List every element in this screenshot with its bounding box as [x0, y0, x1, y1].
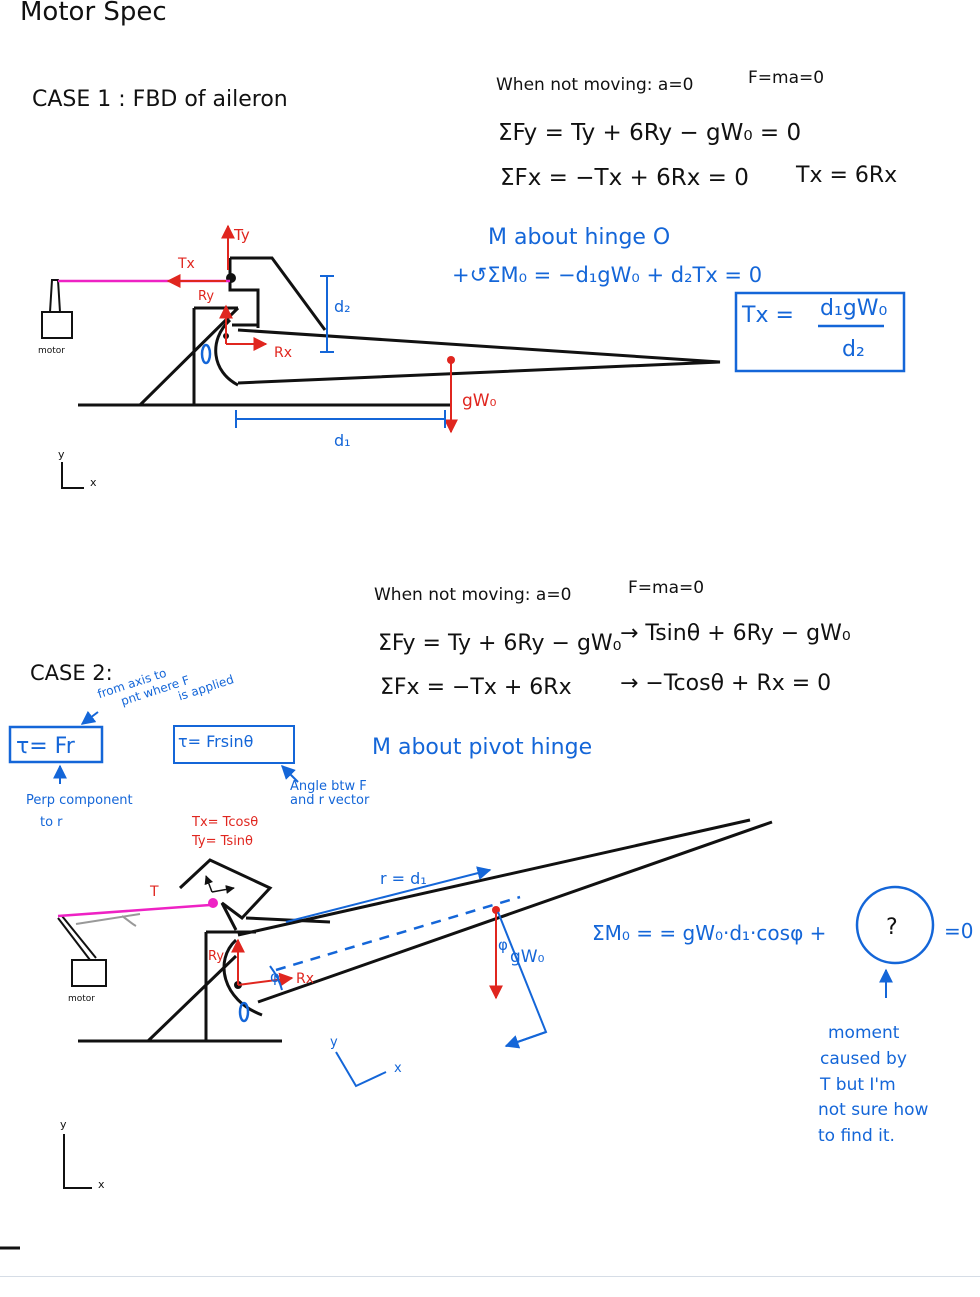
case2-torque2: τ= Frsinθ — [178, 732, 253, 751]
case1-moment-heading: M about hinge O — [488, 225, 670, 250]
case1-motor-label: motor — [38, 346, 65, 356]
case2-eq-fy-sub: → Tsinθ + 6Ry − gW₀ — [620, 621, 851, 646]
case2-note-line-3: T but I'm — [819, 1075, 896, 1095]
case2-hinge-curve — [222, 938, 263, 1017]
case2-centerline — [275, 895, 521, 972]
case1-d2-dimension — [320, 275, 334, 353]
case1-weight-label: gW₀ — [462, 391, 497, 411]
case2-axis-y: y — [60, 1118, 67, 1131]
case1-condition: When not moving: a=0 — [496, 75, 693, 95]
case1-d1-dimension — [235, 410, 446, 428]
case1-ry-label: Ry — [198, 289, 214, 304]
case1-axes — [61, 462, 84, 489]
case2-attach-point — [208, 898, 218, 908]
page-title: Motor Spec — [20, 0, 167, 27]
case1-d2-label: d₂ — [334, 297, 351, 316]
case2-torque1-note: from axis to pnt where F is applied — [96, 666, 236, 709]
case1-aileron — [237, 328, 721, 385]
case1-newton: F=ma=0 — [748, 68, 824, 88]
case2-motor-label: motor — [68, 994, 95, 1004]
case2-small-x: x — [394, 1061, 402, 1076]
case2-heading: CASE 2: — [30, 661, 113, 685]
case2-newton: F=ma=0 — [628, 578, 704, 598]
case1-axis-x: x — [90, 476, 97, 489]
case1-d1-label: d₁ — [334, 431, 351, 450]
case2-phi-arc — [269, 965, 283, 991]
case1-eq-fx: ΣFx = −Tx + 6Rx = 0 — [500, 165, 749, 191]
case2-local-x-arrow — [211, 885, 235, 894]
case2-phi-label-2: φ — [498, 936, 508, 954]
case1-result-box — [734, 291, 906, 373]
case2-rx-arrow — [237, 972, 294, 987]
case2-torque2-note-b: and r vector — [290, 793, 370, 808]
case2-hinge-o-icon — [238, 1001, 250, 1023]
case2-unknown-circle — [855, 885, 935, 965]
case2-torque1-below-b: to r — [40, 815, 63, 830]
case2-condition: When not moving: a=0 — [374, 585, 571, 605]
case2-axes — [63, 1134, 92, 1189]
case2-rotated-axes — [335, 1051, 387, 1088]
case2-housing — [178, 858, 273, 931]
case2-weight-components — [497, 911, 548, 1047]
case2-rx-label: Rx — [296, 971, 314, 987]
case1-hinge-curve — [214, 318, 239, 387]
case2-angle-mark — [75, 913, 141, 927]
case2-cable — [57, 903, 211, 918]
case1-rx-label: Rx — [274, 345, 292, 361]
case2-moment-eq: ΣM₀ = = gW₀·d₁·cosφ + — [592, 921, 826, 945]
case2-tx-def: Tx= Tcosθ — [191, 815, 258, 830]
case1-result-lhs: Tx = — [741, 303, 794, 328]
case2-eq-fy: ΣFy = Ty + 6Ry − gW₀ — [378, 631, 622, 656]
case1-eq-tx: Tx = 6Rx — [795, 163, 897, 188]
case2-r-arrow — [285, 866, 492, 923]
case2-note-line-1: moment — [828, 1023, 900, 1043]
case2-moment-heading: M about pivot hinge — [372, 735, 592, 760]
case2-torque1-below-a: Perp component — [26, 793, 133, 808]
case2-motor-icon — [71, 959, 107, 987]
case1-support — [138, 306, 240, 407]
case2-equals-zero: =0 — [944, 919, 973, 943]
case1-eq-fy: ΣFy = Ty + 6Ry − gW₀ = 0 — [498, 120, 801, 146]
case1-ty-label: Ty — [233, 226, 250, 244]
case2-torque2-note-a: Angle btw F — [290, 779, 367, 794]
case2-r-label: r = d₁ — [380, 869, 427, 888]
case2-weight-normal-arrow — [504, 1031, 547, 1049]
case2-ry-label: Ry — [208, 949, 224, 964]
page-bottom-rule — [0, 1276, 980, 1277]
case2-ty-def: Ty= Tsinθ — [191, 834, 253, 849]
case2-torque1: τ= Fr — [16, 734, 76, 759]
case1-hinge-o-icon — [200, 343, 212, 365]
case2-eq-fx-sub: → −Tcosθ + Rx = 0 — [620, 671, 831, 696]
case2-phi-label-1: φ — [270, 968, 280, 986]
case1-result-den: d₂ — [842, 337, 865, 362]
case2-eq-fx: ΣFx = −Tx + 6Rx — [380, 675, 572, 700]
case2-small-y: y — [330, 1035, 338, 1050]
case2-motor-arm — [57, 915, 97, 961]
case2-note-line-5: to find it. — [818, 1126, 895, 1146]
case2-diagram — [57, 818, 773, 1043]
case1-moment-eq: +↺ΣM₀ = −d₁gW₀ + d₂Tx = 0 — [452, 263, 762, 287]
case2-torque2-box — [173, 725, 295, 764]
case2-note-line-4: not sure how — [818, 1100, 929, 1120]
case1-motor-icon — [41, 311, 73, 339]
case1-axis-y: y — [58, 448, 65, 461]
case2-torque1-box — [8, 725, 104, 764]
case2-axis-x: x — [98, 1178, 105, 1191]
case2-note-line-2: caused by — [820, 1049, 907, 1069]
case2-torque2-arrow — [281, 765, 299, 783]
case2-t-label: T — [149, 884, 159, 900]
case1-tx-label: Tx — [177, 256, 195, 272]
case1-result-num: d₁gW₀ — [820, 296, 888, 321]
case1-housing — [228, 256, 327, 331]
case1-heading: CASE 1 : FBD of aileron — [32, 87, 288, 112]
case2-unknown: ? — [886, 915, 898, 940]
case2-aileron — [237, 818, 773, 1004]
case2-local-y-arrow — [204, 875, 214, 893]
case1-motor-mount — [49, 279, 61, 313]
case2-torque1-note-arrow — [80, 710, 99, 725]
